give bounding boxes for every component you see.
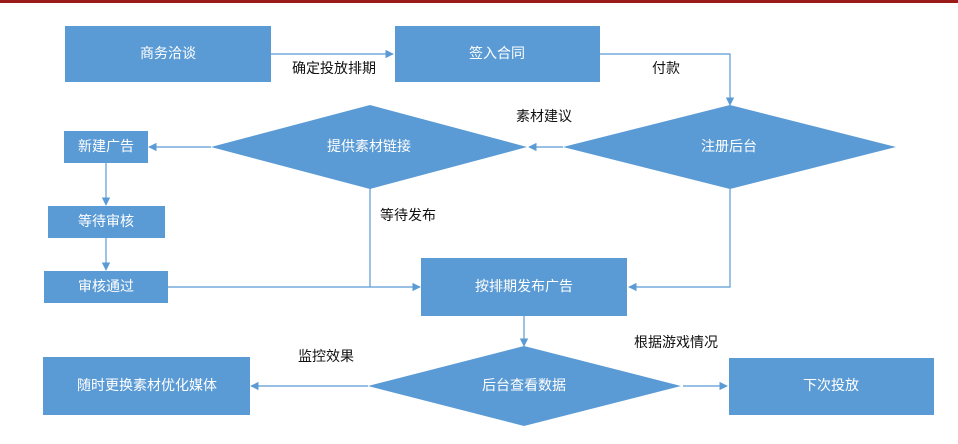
node-replace-material: 随时更换素材优化媒体: [43, 357, 250, 415]
top-accent-bar: [0, 0, 958, 3]
node-register-backend: 注册后台: [563, 105, 896, 189]
node-review-passed-label: 审核通过: [78, 279, 134, 295]
edge-label-await-publish: 等待发布: [380, 207, 436, 224]
node-publish-by-schedule-label: 按排期发布广告: [475, 279, 573, 295]
edge-label-material-suggestion: 素材建议: [516, 109, 572, 125]
node-next-placement: 下次投放: [729, 358, 934, 415]
node-check-backend-data-label: 后台查看数据: [482, 378, 566, 394]
node-replace-material-label: 随时更换素材优化媒体: [77, 377, 217, 394]
edges: [101, 49, 735, 391]
edge-label-payment: 付款: [652, 61, 680, 77]
node-create-ad: 新建广告: [64, 131, 148, 163]
node-next-placement-label: 下次投放: [803, 378, 859, 394]
edge-contract-to-register: [600, 53, 735, 106]
node-provide-material-link-label: 提供素材链接: [327, 138, 411, 155]
node-register-backend-label: 注册后台: [701, 139, 757, 155]
node-create-ad-label: 新建广告: [78, 139, 134, 155]
edge-label-monitor-effect: 监控效果: [298, 349, 354, 365]
node-provide-material-link: 提供素材链接: [211, 105, 527, 189]
node-review-passed: 审核通过: [44, 271, 168, 303]
node-sign-contract-label: 签入合同: [469, 45, 525, 62]
edge-label-confirm-schedule: 确定投放排期: [292, 61, 376, 77]
edge-label-by-game-status: 根据游戏情况: [634, 335, 718, 351]
edge-register-to-publish: [628, 189, 731, 292]
node-await-review: 等待审核: [48, 206, 165, 238]
node-negotiation-label: 商务洽谈: [140, 46, 196, 62]
node-negotiation: 商务洽谈: [65, 26, 271, 82]
node-check-backend-data: 后台查看数据: [368, 346, 681, 426]
node-await-review-label: 等待审核: [78, 213, 134, 230]
node-sign-contract: 签入合同: [395, 26, 600, 82]
node-publish-by-schedule: 按排期发布广告: [421, 258, 627, 316]
